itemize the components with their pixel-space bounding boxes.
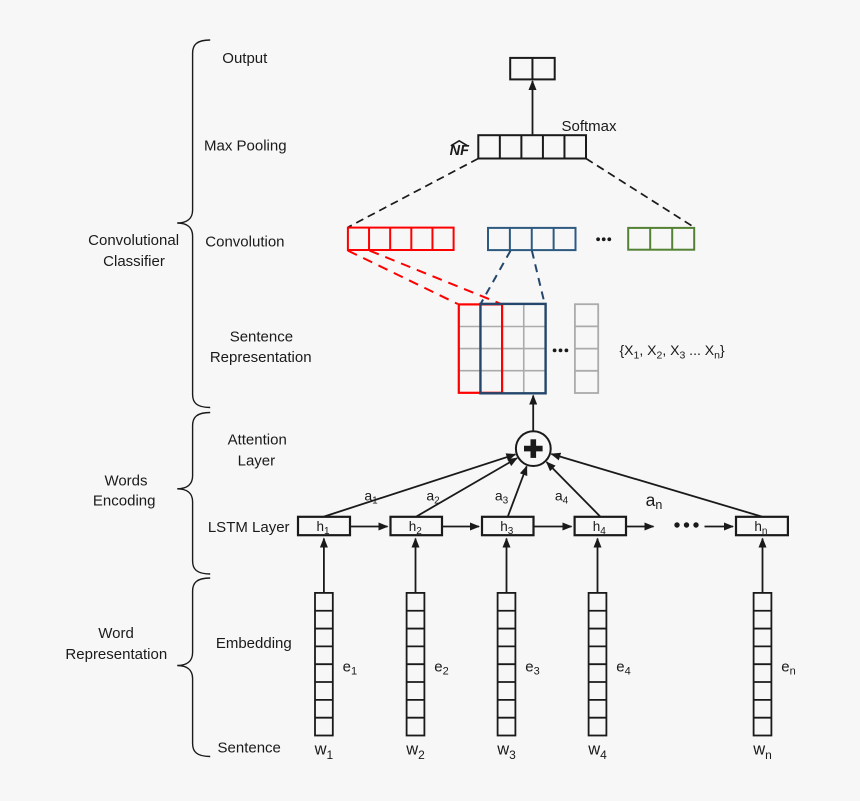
svg-text:{X1, X2, X3 ... Xn}: {X1, X2, X3 ... Xn}: [620, 342, 725, 362]
svg-text:Softmax: Softmax: [562, 118, 618, 135]
svg-text:e4: e4: [616, 659, 630, 678]
svg-text:Max Pooling: Max Pooling: [204, 138, 287, 155]
svg-text:Representation: Representation: [65, 646, 167, 663]
svg-text:Layer: Layer: [238, 453, 276, 470]
svg-text:Output: Output: [222, 50, 268, 67]
svg-text:Convolutional: Convolutional: [88, 232, 179, 249]
svg-text:a3: a3: [495, 488, 509, 507]
svg-text:Word: Word: [98, 625, 134, 642]
svg-text:w4: w4: [587, 741, 607, 763]
svg-text:en: en: [781, 659, 795, 678]
svg-text:e1: e1: [343, 659, 357, 678]
svg-text:Encoding: Encoding: [93, 493, 156, 510]
svg-text:Words: Words: [104, 473, 147, 490]
svg-text:Representation: Representation: [210, 349, 312, 366]
svg-text:w3: w3: [496, 741, 516, 763]
svg-text:w1: w1: [314, 741, 334, 763]
svg-text:Sentence: Sentence: [218, 740, 281, 757]
svg-text:LSTM Layer: LSTM Layer: [208, 519, 290, 536]
svg-text:a2: a2: [426, 488, 440, 507]
svg-text:wn: wn: [752, 741, 772, 763]
svg-text:e3: e3: [525, 659, 539, 678]
svg-text:NF: NF: [450, 143, 470, 159]
svg-text:Sentence: Sentence: [230, 329, 293, 346]
svg-text:e2: e2: [434, 659, 448, 678]
svg-text:w2: w2: [405, 741, 425, 763]
svg-text:a4: a4: [555, 488, 569, 507]
svg-text:Embedding: Embedding: [216, 635, 292, 652]
svg-text:Attention: Attention: [228, 432, 287, 449]
svg-text:an: an: [646, 490, 663, 512]
svg-text:Classifier: Classifier: [103, 253, 165, 270]
svg-text:Convolution: Convolution: [205, 234, 284, 251]
